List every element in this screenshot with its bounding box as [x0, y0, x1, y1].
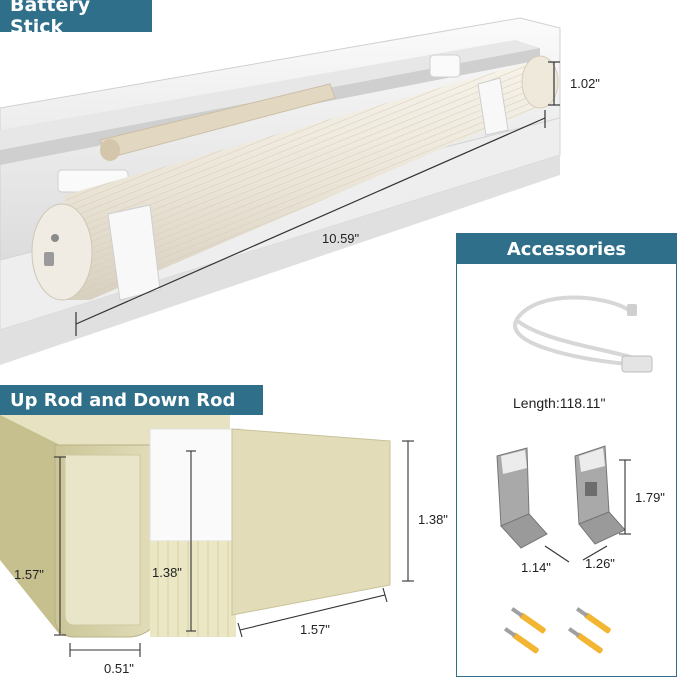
rods-illustration	[0, 415, 414, 657]
bracket-width-b-label: 1.26"	[585, 556, 615, 571]
battery-stick-height-label: 1.02"	[570, 76, 600, 91]
rod-inner-height-label: 1.38"	[152, 565, 182, 580]
battery-stick-illustration	[0, 17, 561, 365]
rod-side-height-label: 1.38"	[418, 512, 448, 527]
mounting-bracket-right-icon	[574, 445, 626, 545]
battery-stick-panel: Battery Stick 10.59" 1.02"	[0, 0, 600, 365]
usb-cable-icon	[513, 295, 639, 366]
bracket-height-label: 1.79"	[635, 490, 665, 505]
cable-length-label: Length:118.11"	[513, 395, 606, 411]
bracket-width-a-label: 1.14"	[521, 560, 551, 575]
battery-stick-title: Battery Stick	[0, 0, 152, 38]
rods-title: Up Rod and Down Rod	[0, 385, 263, 415]
rod-bottom-width-label: 1.57"	[300, 622, 330, 637]
mounting-bracket-left-icon	[496, 447, 548, 549]
screw-anchor-icons	[503, 607, 611, 654]
rod-bottom-depth-label: 0.51"	[104, 661, 134, 676]
accessories-illustration	[496, 295, 653, 654]
battery-stick-width-label: 10.59"	[322, 231, 360, 246]
accessories-panel: Accessories	[456, 233, 677, 677]
usb-plug-icon	[621, 355, 653, 373]
accessories-title: Accessories	[457, 234, 676, 264]
rods-panel: Up Rod and Down Rod 1.57" 1.38" 1.38" 0.…	[0, 385, 454, 679]
rod-front-height-label: 1.57"	[14, 567, 44, 582]
